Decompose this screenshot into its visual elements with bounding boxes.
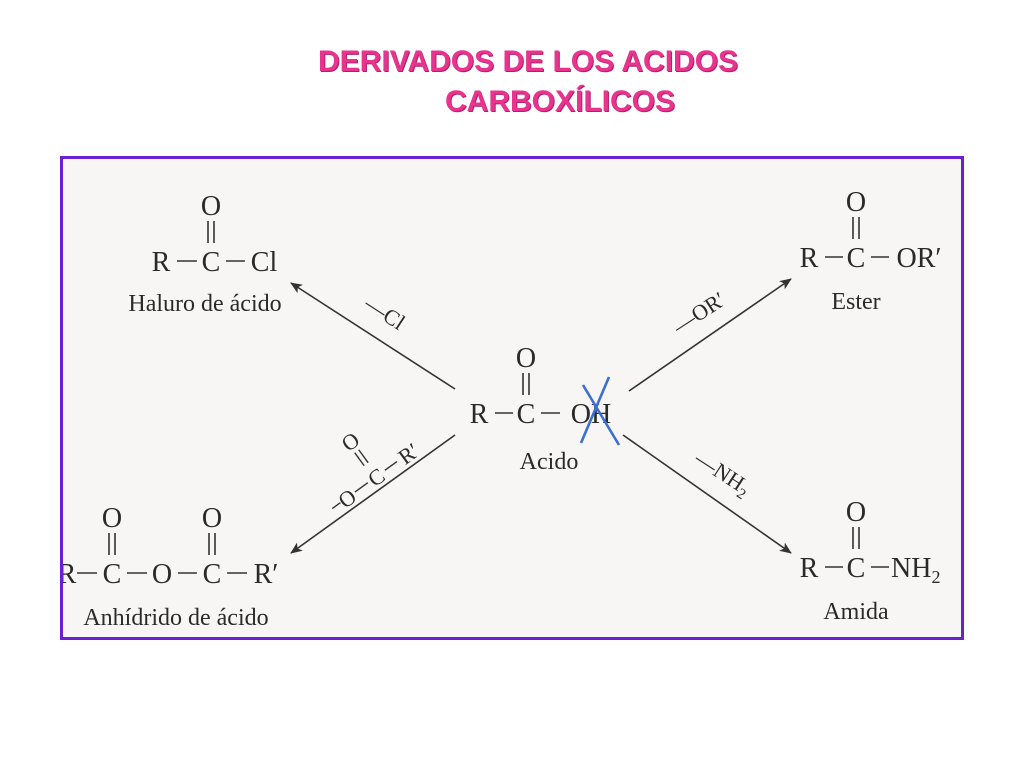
acid-label: Acido xyxy=(520,449,579,475)
anhydride-c2: C xyxy=(203,559,222,590)
anhydride-bridge-o: O xyxy=(152,559,172,590)
amide-nh2: NH2 xyxy=(891,553,940,587)
acid-c: C xyxy=(517,399,536,430)
anhydride-o1: O xyxy=(102,503,122,534)
ester-or: OR′ xyxy=(896,243,941,274)
acid-oh: OH xyxy=(571,399,611,430)
arrow-to-halide xyxy=(290,282,456,390)
reagent-cl: —Cl xyxy=(359,290,409,335)
title-line-2: CARBOXÍLICOS xyxy=(445,85,676,118)
arrow-to-anhydride xyxy=(290,434,456,554)
anhydride-r2: R′ xyxy=(254,559,279,590)
halide-label: Haluro de ácido xyxy=(128,291,281,317)
amide-label: Amida xyxy=(823,599,889,625)
amide-nh: NH xyxy=(891,553,931,584)
ester-structure: O R C OR′ Ester xyxy=(800,187,942,315)
ester-label: Ester xyxy=(831,289,880,315)
arrow-to-amide xyxy=(622,434,792,554)
reagent-anhydride-r: R′ xyxy=(393,438,423,470)
halide-c: C xyxy=(202,247,221,278)
amide-r: R xyxy=(800,553,819,584)
halide-r: R xyxy=(152,247,171,278)
reagent-anhydride-o: O xyxy=(333,484,361,514)
anhydride-structure: O O R C O C R′ Anhídrido de ácido xyxy=(63,503,278,631)
ester-c: C xyxy=(847,243,866,274)
reagent-nh2: —NH2 xyxy=(688,445,756,503)
acid-structure: O R C OH Acido xyxy=(470,343,621,475)
anhydride-c1: C xyxy=(103,559,122,590)
reagent-anhydride-c: C xyxy=(363,463,390,492)
acid-r: R xyxy=(470,399,489,430)
acid-halide-structure: O R C Cl Haluro de ácido xyxy=(128,191,281,317)
title-line-1: DERIVADOS DE LOS ACIDOS xyxy=(318,45,739,78)
ester-carbonyl-o: O xyxy=(846,187,866,218)
cross-out-mark xyxy=(579,376,621,446)
halide-carbonyl-o: O xyxy=(201,191,221,222)
reagent-or: —OR′ xyxy=(667,287,730,340)
diagram-frame: O R C OH Acido O R C Cl Haluro de ácido xyxy=(60,156,964,640)
amide-carbonyl-o: O xyxy=(846,497,866,528)
ester-r: R xyxy=(800,243,819,274)
amide-c: C xyxy=(847,553,866,584)
anhydride-o2: O xyxy=(202,503,222,534)
arrow-to-ester xyxy=(628,278,792,392)
anhydride-r: R xyxy=(63,559,77,590)
reaction-diagram: O R C OH Acido O R C Cl Haluro de ácido xyxy=(63,187,942,631)
amide-structure: O R C NH2 Amida xyxy=(800,497,941,625)
acid-carbonyl-o: O xyxy=(516,343,536,374)
halide-cl: Cl xyxy=(251,247,278,278)
amide-subscript: 2 xyxy=(931,567,940,587)
anhydride-label: Anhídrido de ácido xyxy=(83,605,268,631)
